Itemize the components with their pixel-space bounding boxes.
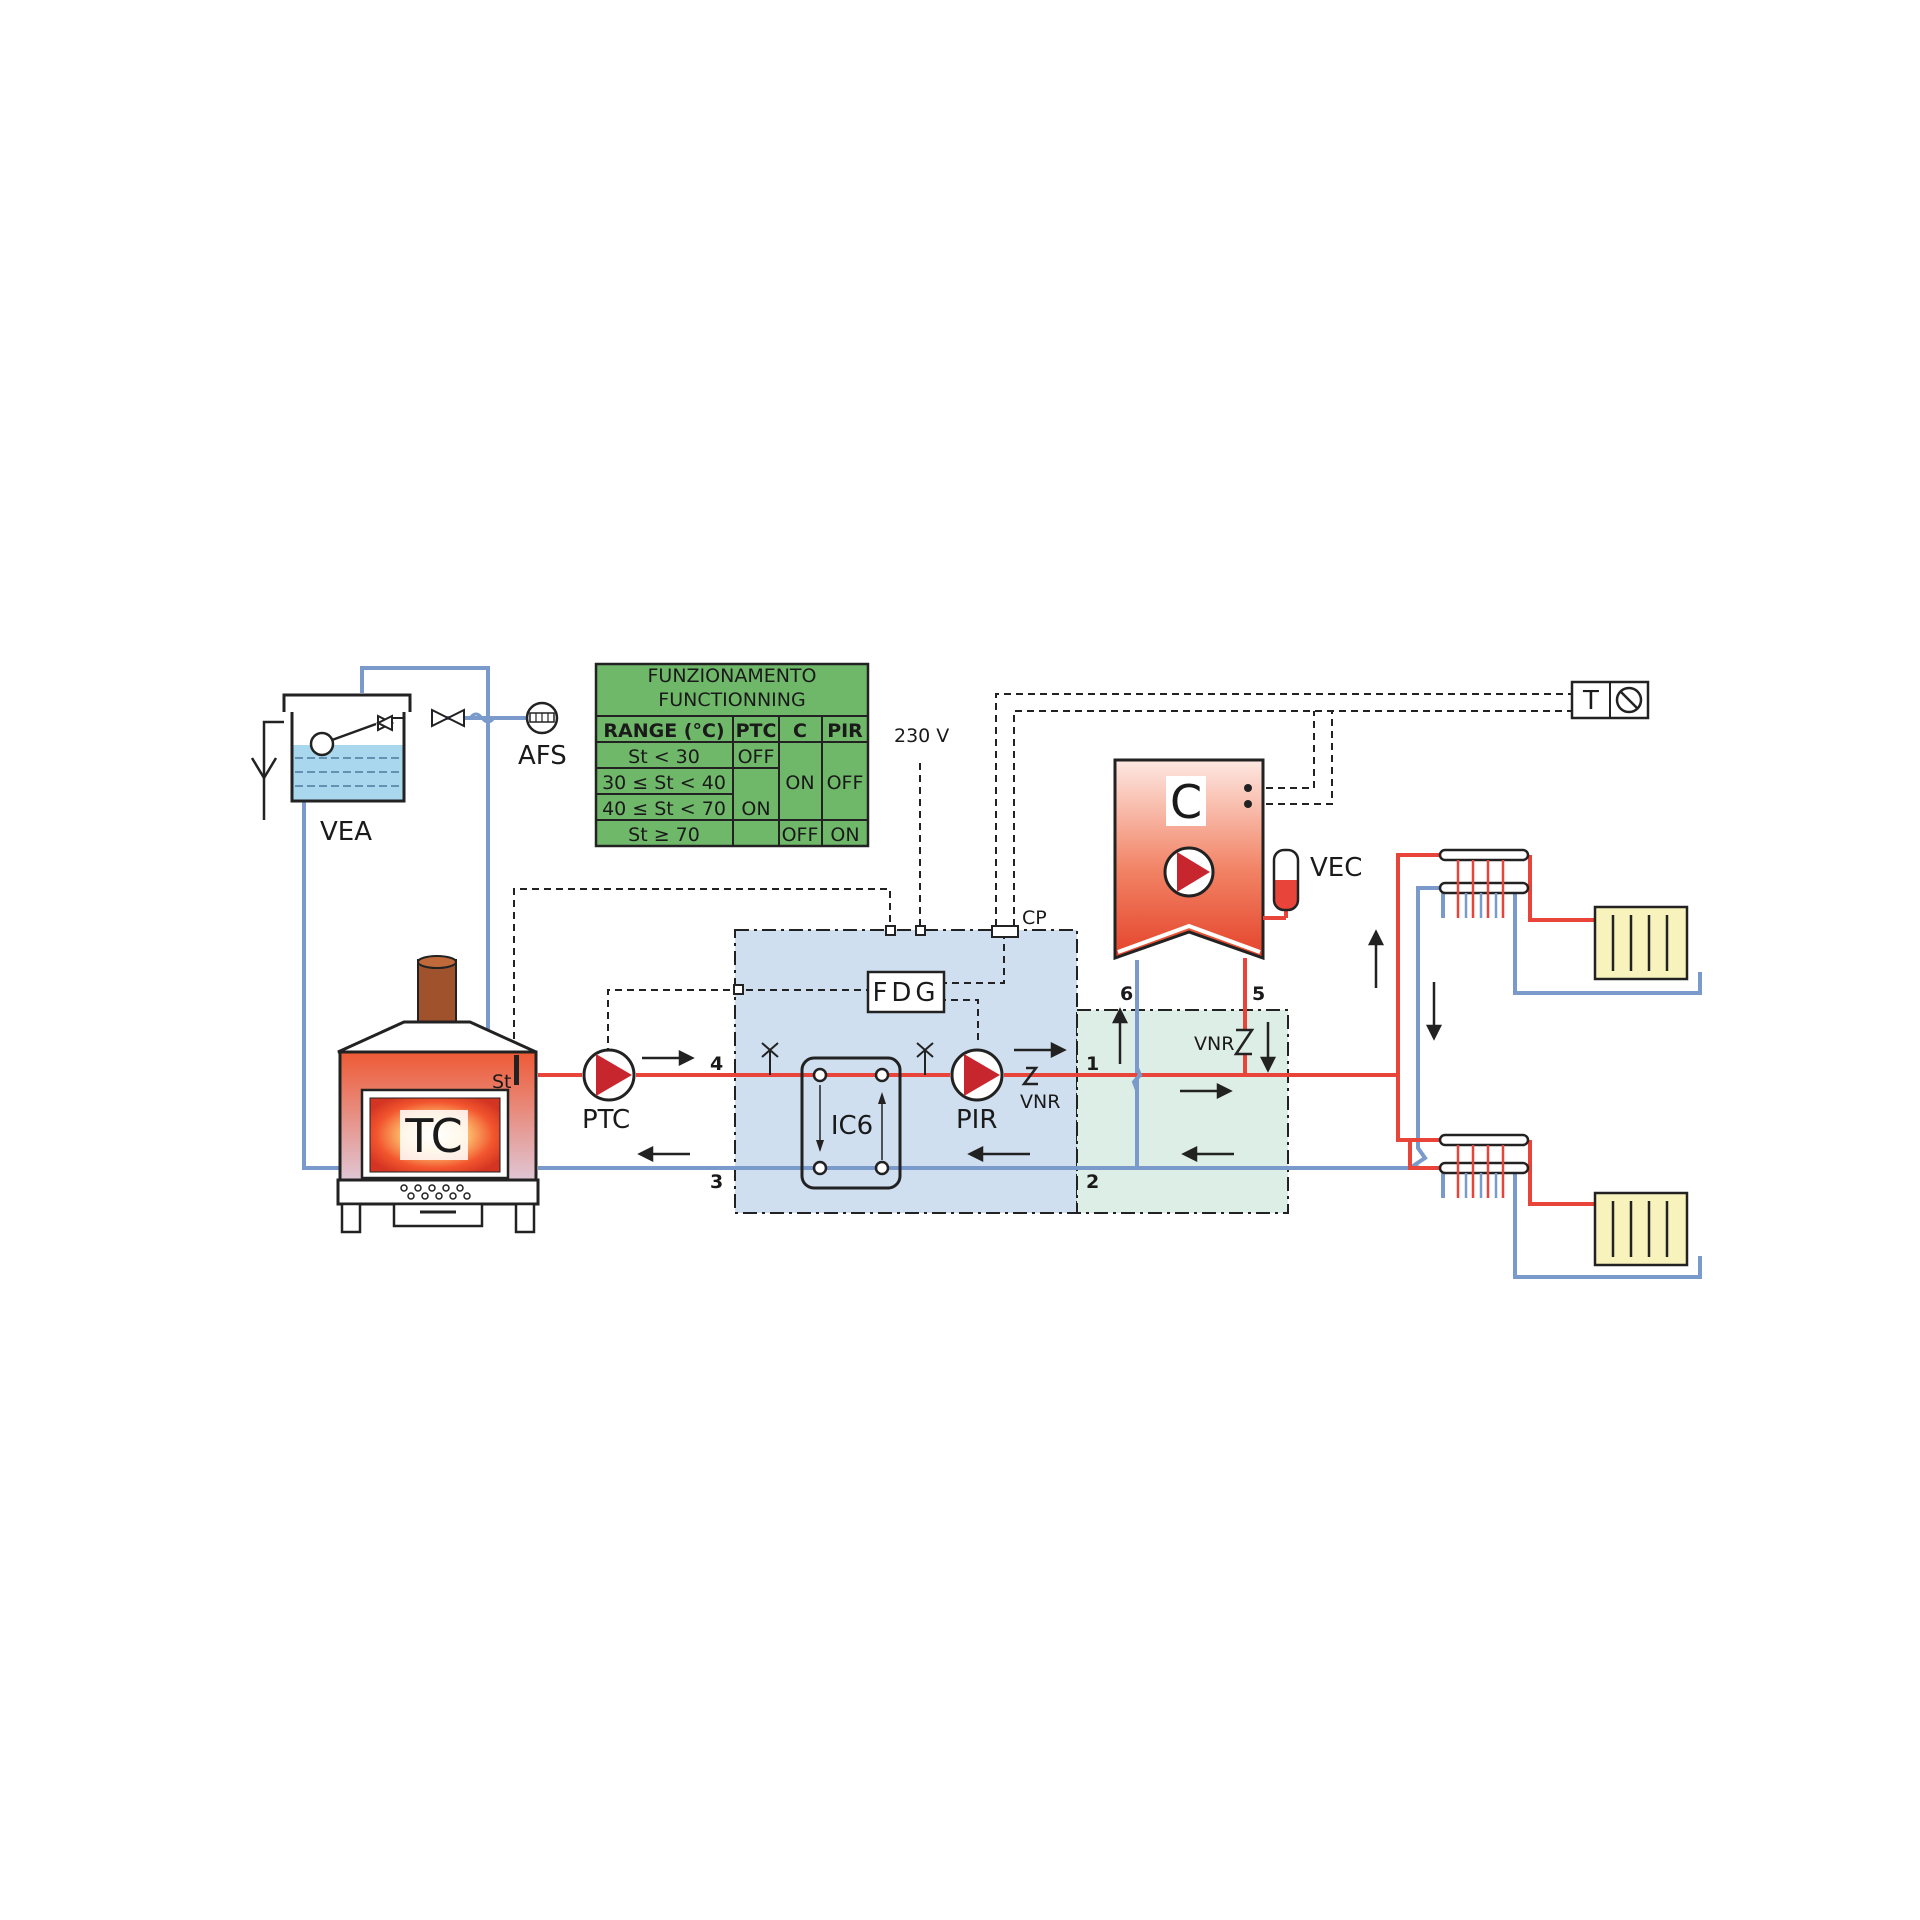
table-ptc-on: ON: [741, 798, 770, 820]
label-vea: VEA: [320, 817, 372, 847]
label-port-2: 2: [1086, 1171, 1099, 1193]
check-valve-icon: [1021, 1066, 1039, 1086]
table-header-c: C: [793, 720, 807, 742]
label-st: St: [492, 1071, 512, 1093]
room-thermostat: [1570, 680, 1650, 720]
label-afs: AFS: [518, 741, 567, 771]
table-range-2: 30 ≤ St < 40: [602, 772, 726, 794]
module-zone-green: [1076, 1009, 1289, 1214]
label-ic6: IC6: [831, 1111, 873, 1141]
label-port-5: 5: [1252, 983, 1265, 1005]
table-range-4: St ≥ 70: [628, 824, 700, 846]
pump-pir-icon: [950, 1048, 1004, 1102]
label-port-3: 3: [710, 1171, 723, 1193]
table-pir-off: OFF: [827, 772, 864, 794]
shutoff-valve-icon: [431, 708, 465, 728]
control-wiring: [513, 693, 1572, 1075]
afs-connector: [468, 712, 524, 724]
label-port-4: 4: [710, 1053, 723, 1075]
boiler-return-pipe: [1131, 960, 1143, 1168]
label-vnr: VNR: [1020, 1091, 1060, 1113]
label-pir: PIR: [956, 1105, 997, 1135]
label-vnr-2: VNR: [1194, 1033, 1234, 1055]
check-valve-2-icon: [1233, 1028, 1255, 1056]
label-vec: VEC: [1310, 853, 1362, 883]
expansion-tank-vea: [250, 693, 412, 820]
label-c: C: [1170, 775, 1202, 829]
radiator-upper: [1593, 905, 1689, 981]
label-t: T: [1582, 686, 1599, 716]
controller-terminals: [733, 925, 1019, 995]
label-ptc: PTC: [582, 1105, 630, 1135]
label-port-1: 1: [1086, 1053, 1099, 1075]
boiler-c: [1113, 758, 1265, 961]
table-header-pir: PIR: [827, 720, 863, 742]
table-header-ptc: PTC: [736, 720, 777, 742]
hot-pipes: [538, 853, 1595, 1206]
table-pir-on: ON: [830, 824, 859, 846]
radiator-lower: [1593, 1191, 1689, 1267]
table-range-1: St < 30: [628, 746, 700, 768]
table-header-range: RANGE (°C): [603, 720, 724, 742]
thermo-stove-tc: [336, 955, 540, 1234]
controller-fdg: [866, 970, 946, 1014]
manifold-upper: [1438, 848, 1530, 918]
table-title-it: FUNZIONAMENTO: [647, 665, 816, 687]
air-vent-icon: [761, 1042, 934, 1075]
label-fdg: FDG: [872, 978, 939, 1008]
heat-exchanger-ic6: [800, 1056, 902, 1190]
table-c-on: ON: [785, 772, 814, 794]
water-meter-afs-icon: [525, 701, 559, 735]
label-port-6: 6: [1120, 983, 1133, 1005]
table-c-off: OFF: [782, 824, 819, 846]
flow-arrows: [637, 929, 1443, 1163]
label-cp: CP: [1022, 907, 1047, 929]
table-ptc-off: OFF: [738, 746, 775, 768]
label-voltage: 230 V: [894, 725, 949, 747]
expansion-vessel-vec: [1263, 848, 1300, 920]
pump-ptc-icon: [582, 1048, 636, 1102]
table-title-fr: FUNCTIONNING: [658, 689, 805, 711]
table-range-3: 40 ≤ St < 70: [602, 798, 726, 820]
manifold-lower: [1438, 1133, 1530, 1198]
function-table: FUNZIONAMENTO FUNCTIONNING RANGE (°C) PT…: [594, 662, 870, 848]
label-tc: TC: [404, 1109, 463, 1163]
